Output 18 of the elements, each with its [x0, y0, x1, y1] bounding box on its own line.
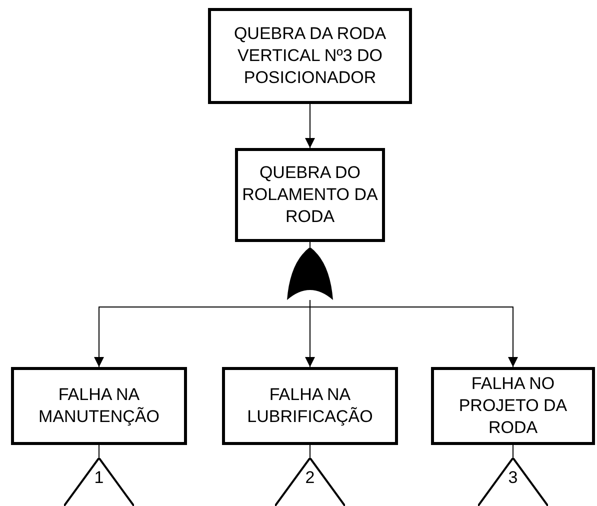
event-box [208, 8, 412, 104]
connector-line [305, 104, 315, 148]
event-box [11, 367, 187, 445]
event-label: QUEBRA DO ROLAMENTO DA RODA [241, 162, 379, 228]
event-label: FALHA NO PROJETO DA RODA [458, 373, 568, 439]
transfer-number: 1 [94, 467, 104, 489]
event-label: QUEBRA DA RODA VERTICAL Nº3 DO POSICIONADOR [232, 23, 388, 89]
transfer-number: 3 [508, 467, 518, 489]
transfer-number: 2 [305, 467, 315, 489]
event-label: FALHA NA LUBRIFICAÇÃO [246, 384, 374, 428]
event-box [235, 148, 385, 242]
or-gate-symbol [287, 247, 333, 300]
connector-line [98, 444, 100, 458]
connector-line [512, 444, 514, 458]
connector-line [310, 300, 518, 368]
event-box [431, 367, 595, 445]
event-label: FALHA NA MANUTENÇÃO [38, 384, 160, 428]
event-box [222, 367, 398, 445]
